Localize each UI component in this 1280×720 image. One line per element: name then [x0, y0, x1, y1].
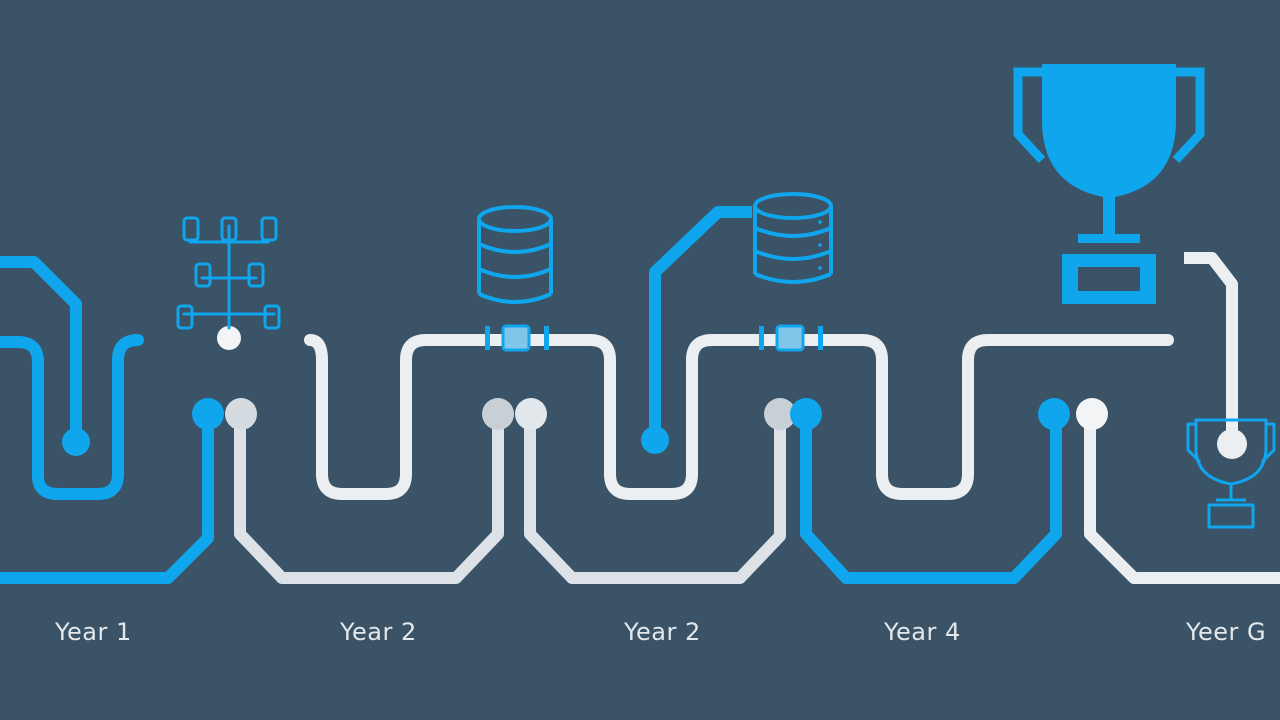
- main-serpentine-path-white: [304, 334, 1174, 500]
- timeline-label: Year 2: [624, 618, 701, 646]
- white-node: [1076, 398, 1108, 430]
- timeline-label: Yeer G: [1186, 618, 1267, 646]
- path-connector: [759, 324, 823, 352]
- blue-node: [192, 398, 224, 430]
- database-icon: [753, 192, 833, 284]
- trophy-icon: [1186, 418, 1276, 529]
- lower-path-white: [1084, 416, 1280, 584]
- network-tree-icon: [176, 216, 281, 330]
- blue-node: [1038, 398, 1070, 430]
- timeline-label: Year 4: [884, 618, 961, 646]
- white-node: [1217, 429, 1247, 459]
- blue-node: [641, 426, 669, 454]
- gray-node: [225, 398, 257, 430]
- gray-node: [764, 398, 796, 430]
- database-branch-blue: [649, 206, 752, 440]
- timeline-label: Year 1: [55, 618, 132, 646]
- path-connector: [485, 324, 549, 352]
- lower-path-blue: [800, 416, 1062, 584]
- main-serpentine-path-blue: [0, 334, 144, 500]
- white-node: [217, 326, 241, 350]
- blue-node: [790, 398, 822, 430]
- database-icon: [477, 205, 553, 304]
- blue-node: [62, 428, 90, 456]
- trophy-branch-white: [1184, 252, 1238, 442]
- gray-node: [482, 398, 514, 430]
- upper-left-blue-branch: [0, 256, 82, 440]
- lower-path-white: [524, 416, 786, 584]
- lower-path-blue: [0, 416, 214, 584]
- timeline-label: Year 2: [340, 618, 417, 646]
- white-node: [515, 398, 547, 430]
- trophy-icon: [1013, 64, 1205, 304]
- lower-path-white: [234, 416, 504, 584]
